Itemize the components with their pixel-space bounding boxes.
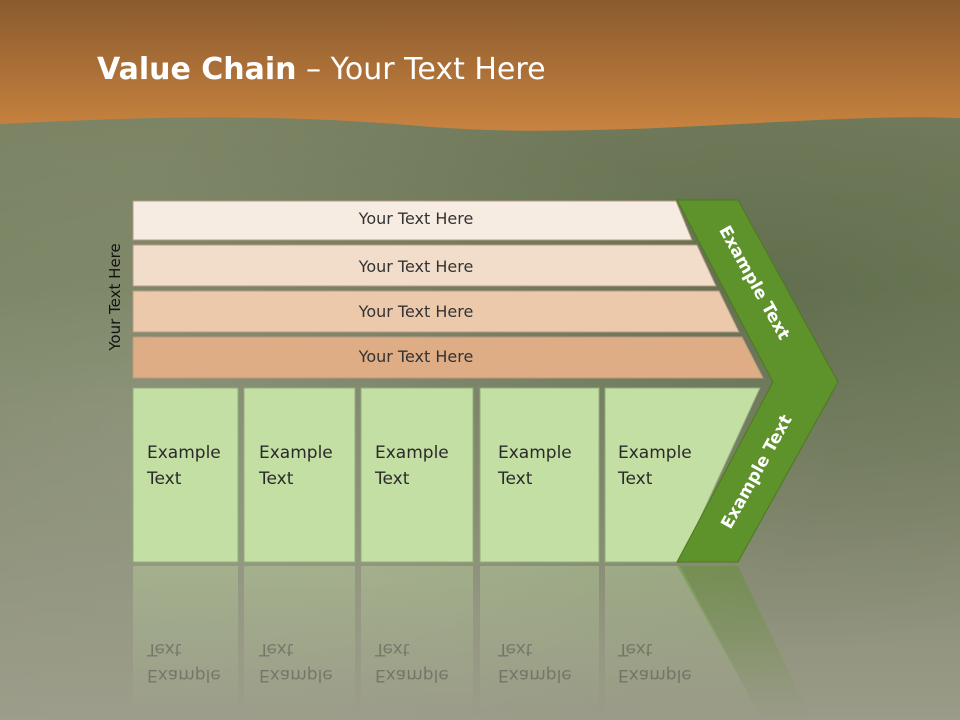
cell-5-line-1: Example [618,443,692,463]
row-shape-2 [132,244,717,287]
header-band [0,0,960,131]
cell-reflection-text-5: Example Text [618,636,718,688]
cell-3-line-1: Example [375,443,449,463]
cell-4-line-1: Example [498,443,572,463]
cell-reflection-text-4: Example Text [498,636,598,688]
row-label-1: Your Text Here [358,209,474,228]
cell-3-refl-line-1: Example [375,665,449,685]
cell-reflection-text-1: Example Text [147,636,247,688]
cell-3-line-2: Text [375,469,410,489]
cell-shape-2 [243,387,356,563]
cell-4-refl-line-1: Example [498,665,572,685]
cell-3-refl-line-2: Text [375,639,410,659]
row-label-4: Your Text Here [358,347,474,366]
cell-shape-1 [132,387,239,563]
row-label-2: Your Text Here [358,257,474,276]
slide-title: Value Chain – Your Text Here [97,52,546,87]
cell-reflection-text-2: Example Text [259,636,359,688]
cell-reflection-2 [244,566,355,716]
row-label-3: Your Text Here [358,302,474,321]
chevron-reflection [677,566,810,716]
title-bold: Value Chain [97,52,297,87]
cell-5-refl-line-2: Text [618,639,653,659]
cell-1-refl-line-1: Example [147,665,221,685]
title-rest: – Your Text Here [296,52,546,87]
cell-1-line-2: Text [147,469,182,489]
cell-1-refl-line-2: Text [147,639,182,659]
cell-reflection-3 [361,566,473,716]
side-label: Your Text Here [106,243,124,351]
cell-5-refl-line-1: Example [618,665,692,685]
cell-reflection-text-3: Example Text [375,636,475,688]
cell-2-line-1: Example [259,443,333,463]
cell-4-line-2: Text [498,469,533,489]
cell-reflection-5 [605,566,760,716]
row-shape-1 [132,200,693,241]
row-shape-3 [132,290,740,333]
chevron-arrow [676,199,839,563]
cell-shape-4 [479,387,600,563]
cell-5-line-2: Text [618,469,653,489]
cell-1-line-1: Example [147,443,221,463]
cell-2-refl-line-1: Example [259,665,333,685]
cell-2-line-2: Text [259,469,294,489]
cell-2-refl-line-2: Text [259,639,294,659]
cell-reflection-1 [133,566,238,716]
cell-reflection-4 [480,566,599,716]
cell-4-refl-line-2: Text [498,639,533,659]
row-shape-4 [132,336,764,379]
cell-shape-3 [360,387,474,563]
